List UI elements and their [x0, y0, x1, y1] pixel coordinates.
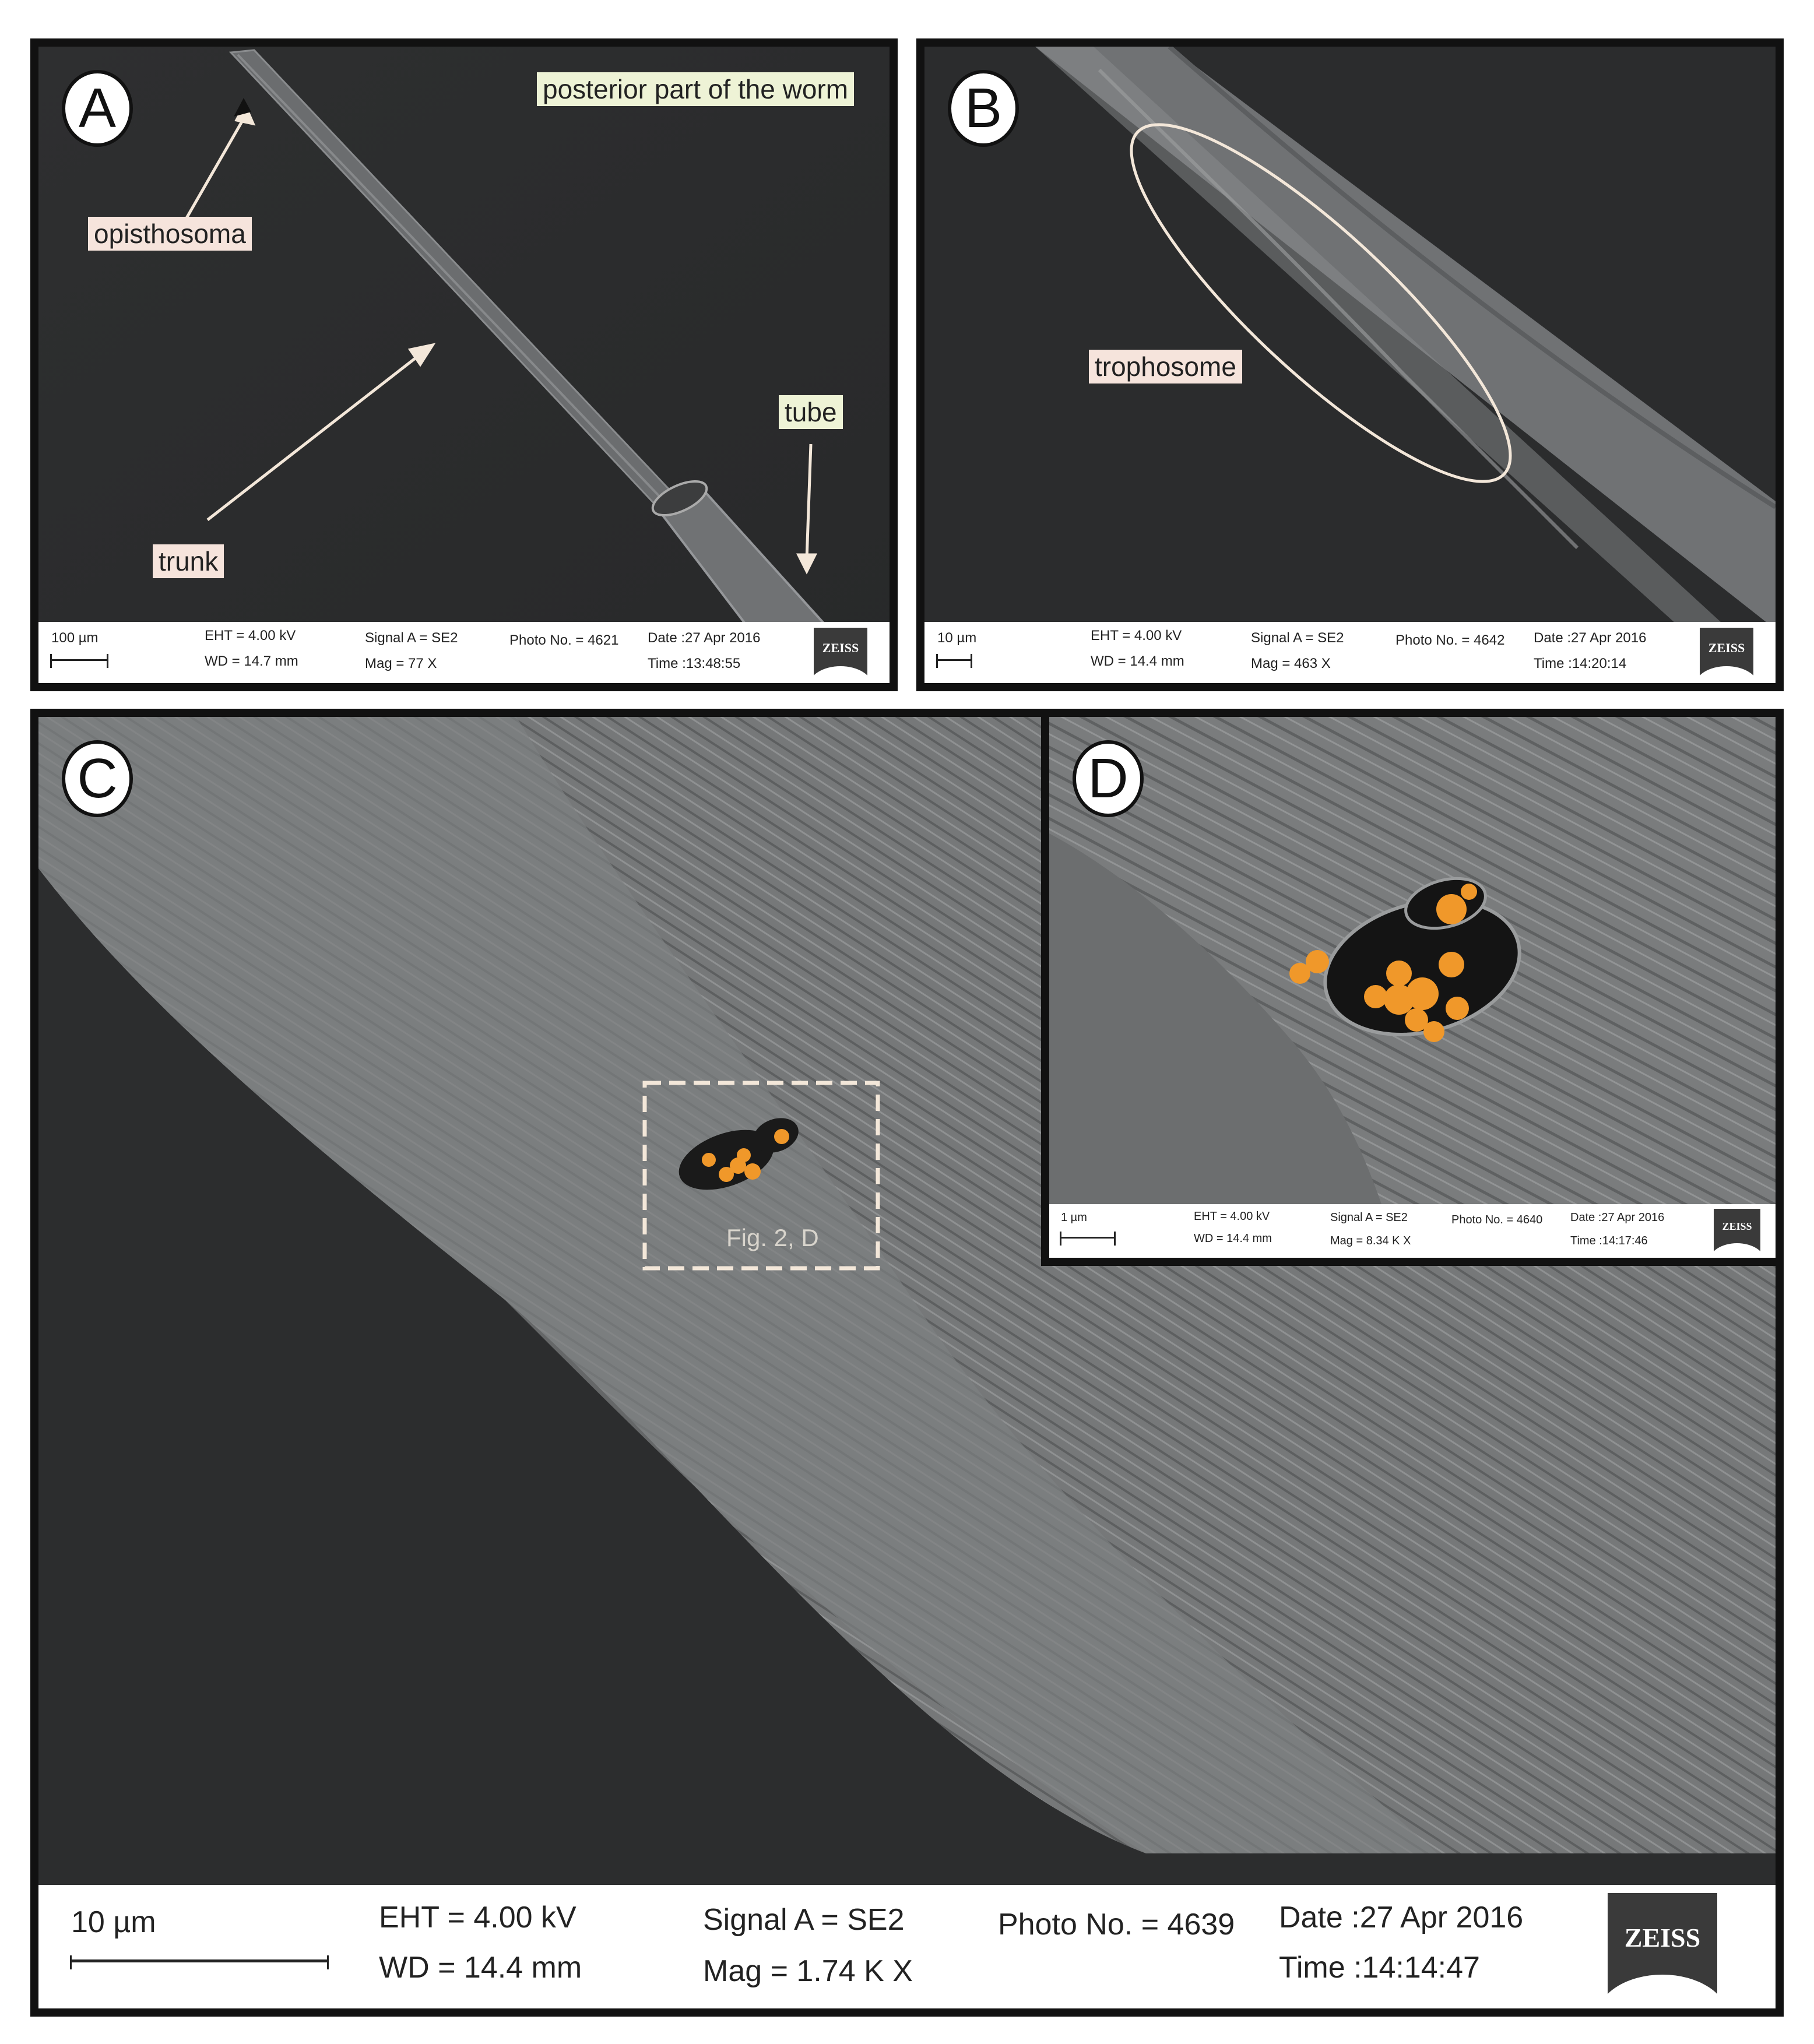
panel-a-title-tag: posterior part of the worm	[537, 72, 855, 106]
panel-a-eht: EHT = 4.00 kV	[205, 628, 296, 643]
panel-d-scale-label: 1 µm	[1061, 1211, 1087, 1224]
panel-a-scale-label: 100 µm	[51, 630, 99, 646]
trophosome-tag: trophosome	[1089, 350, 1242, 384]
panel-a-scale-bar	[50, 654, 108, 668]
panel-b-wd: WD = 14.4 mm	[1091, 653, 1184, 669]
panel-a: A posterior part of the worm opisthosoma…	[30, 38, 898, 691]
panel-c-signal: Signal A = SE2	[703, 1903, 905, 1937]
panel-c-zeiss-logo: ZEISS	[1608, 1893, 1717, 2001]
panel-c-wd: WD = 14.4 mm	[379, 1951, 582, 1985]
tube-tag: tube	[779, 395, 843, 429]
panel-c-eht: EHT = 4.00 kV	[379, 1901, 576, 1934]
panel-a-photo: Photo No. = 4621	[509, 632, 619, 648]
inset-reference-label: Fig. 2, D	[726, 1224, 819, 1251]
panel-c-info-bar: 10 µm EHT = 4.00 kV WD = 14.4 mm Signal …	[38, 1885, 1776, 2008]
panel-b-info-bar: 10 µm EHT = 4.00 kV WD = 14.4 mm Signal …	[924, 622, 1776, 683]
panel-a-wd: WD = 14.7 mm	[205, 653, 298, 669]
panel-a-signal: Signal A = SE2	[365, 630, 458, 646]
panel-d-info-bar: 1 µm EHT = 4.00 kV WD = 14.4 mm Signal A…	[1049, 1204, 1776, 1258]
panel-a-zeiss-logo: ZEISS	[814, 628, 867, 679]
panel-a-info-bar: 100 µm EHT = 4.00 kV WD = 14.7 mm Signal…	[38, 622, 890, 683]
panel-d-eht: EHT = 4.00 kV	[1194, 1210, 1270, 1223]
panel-d-zeiss-logo: ZEISS	[1714, 1209, 1760, 1254]
panel-b-letter: B	[948, 70, 1019, 147]
panel-d-mag: Mag = 8.34 K X	[1330, 1234, 1411, 1247]
panel-d: D 1 µm EHT = 4.00 kV WD = 14.4 mm Signal…	[1041, 709, 1784, 1266]
panel-d-wd: WD = 14.4 mm	[1194, 1232, 1272, 1245]
panel-c-date: Date :27 Apr 2016	[1279, 1901, 1524, 1934]
trunk-tag: trunk	[153, 544, 224, 578]
panel-c-time: Time :14:14:47	[1279, 1951, 1480, 1985]
panel-d-time: Time :14:17:46	[1570, 1234, 1648, 1247]
panel-b: B trophosome 10 µm EHT = 4.00 kV WD = 14…	[916, 38, 1784, 691]
opisthosoma-tag: opisthosoma	[88, 217, 252, 251]
panel-b-date: Date :27 Apr 2016	[1534, 630, 1647, 646]
panel-b-scale-label: 10 µm	[937, 630, 977, 646]
panel-a-date: Date :27 Apr 2016	[648, 630, 761, 646]
panel-b-micrograph	[924, 47, 1776, 683]
panel-a-time: Time :13:48:55	[648, 656, 741, 671]
panel-d-date: Date :27 Apr 2016	[1570, 1211, 1665, 1224]
panel-a-mag: Mag = 77 X	[365, 656, 437, 671]
panel-d-micrograph	[1049, 717, 1776, 1258]
panel-a-letter: A	[62, 70, 133, 147]
panel-b-mag: Mag = 463 X	[1251, 656, 1331, 671]
panel-c-mag: Mag = 1.74 K X	[703, 1954, 913, 1988]
panel-c-photo: Photo No. = 4639	[998, 1908, 1235, 1941]
panel-b-zeiss-logo: ZEISS	[1700, 628, 1753, 679]
panel-b-photo: Photo No. = 4642	[1395, 632, 1505, 648]
panel-b-signal: Signal A = SE2	[1251, 630, 1344, 646]
panel-d-photo: Photo No. = 4640	[1451, 1213, 1543, 1226]
panel-c-letter: C	[62, 740, 133, 817]
panel-d-scale-bar	[1060, 1232, 1116, 1246]
panel-d-signal: Signal A = SE2	[1330, 1211, 1408, 1224]
panel-c-scale-bar	[70, 1955, 329, 1969]
panel-b-eht: EHT = 4.00 kV	[1091, 628, 1182, 643]
panel-c-scale-label: 10 µm	[71, 1905, 156, 1939]
panel-d-letter: D	[1073, 740, 1144, 817]
panel-b-scale-bar	[936, 654, 972, 668]
panel-a-micrograph	[38, 47, 890, 683]
panel-b-time: Time :14:20:14	[1534, 656, 1627, 671]
